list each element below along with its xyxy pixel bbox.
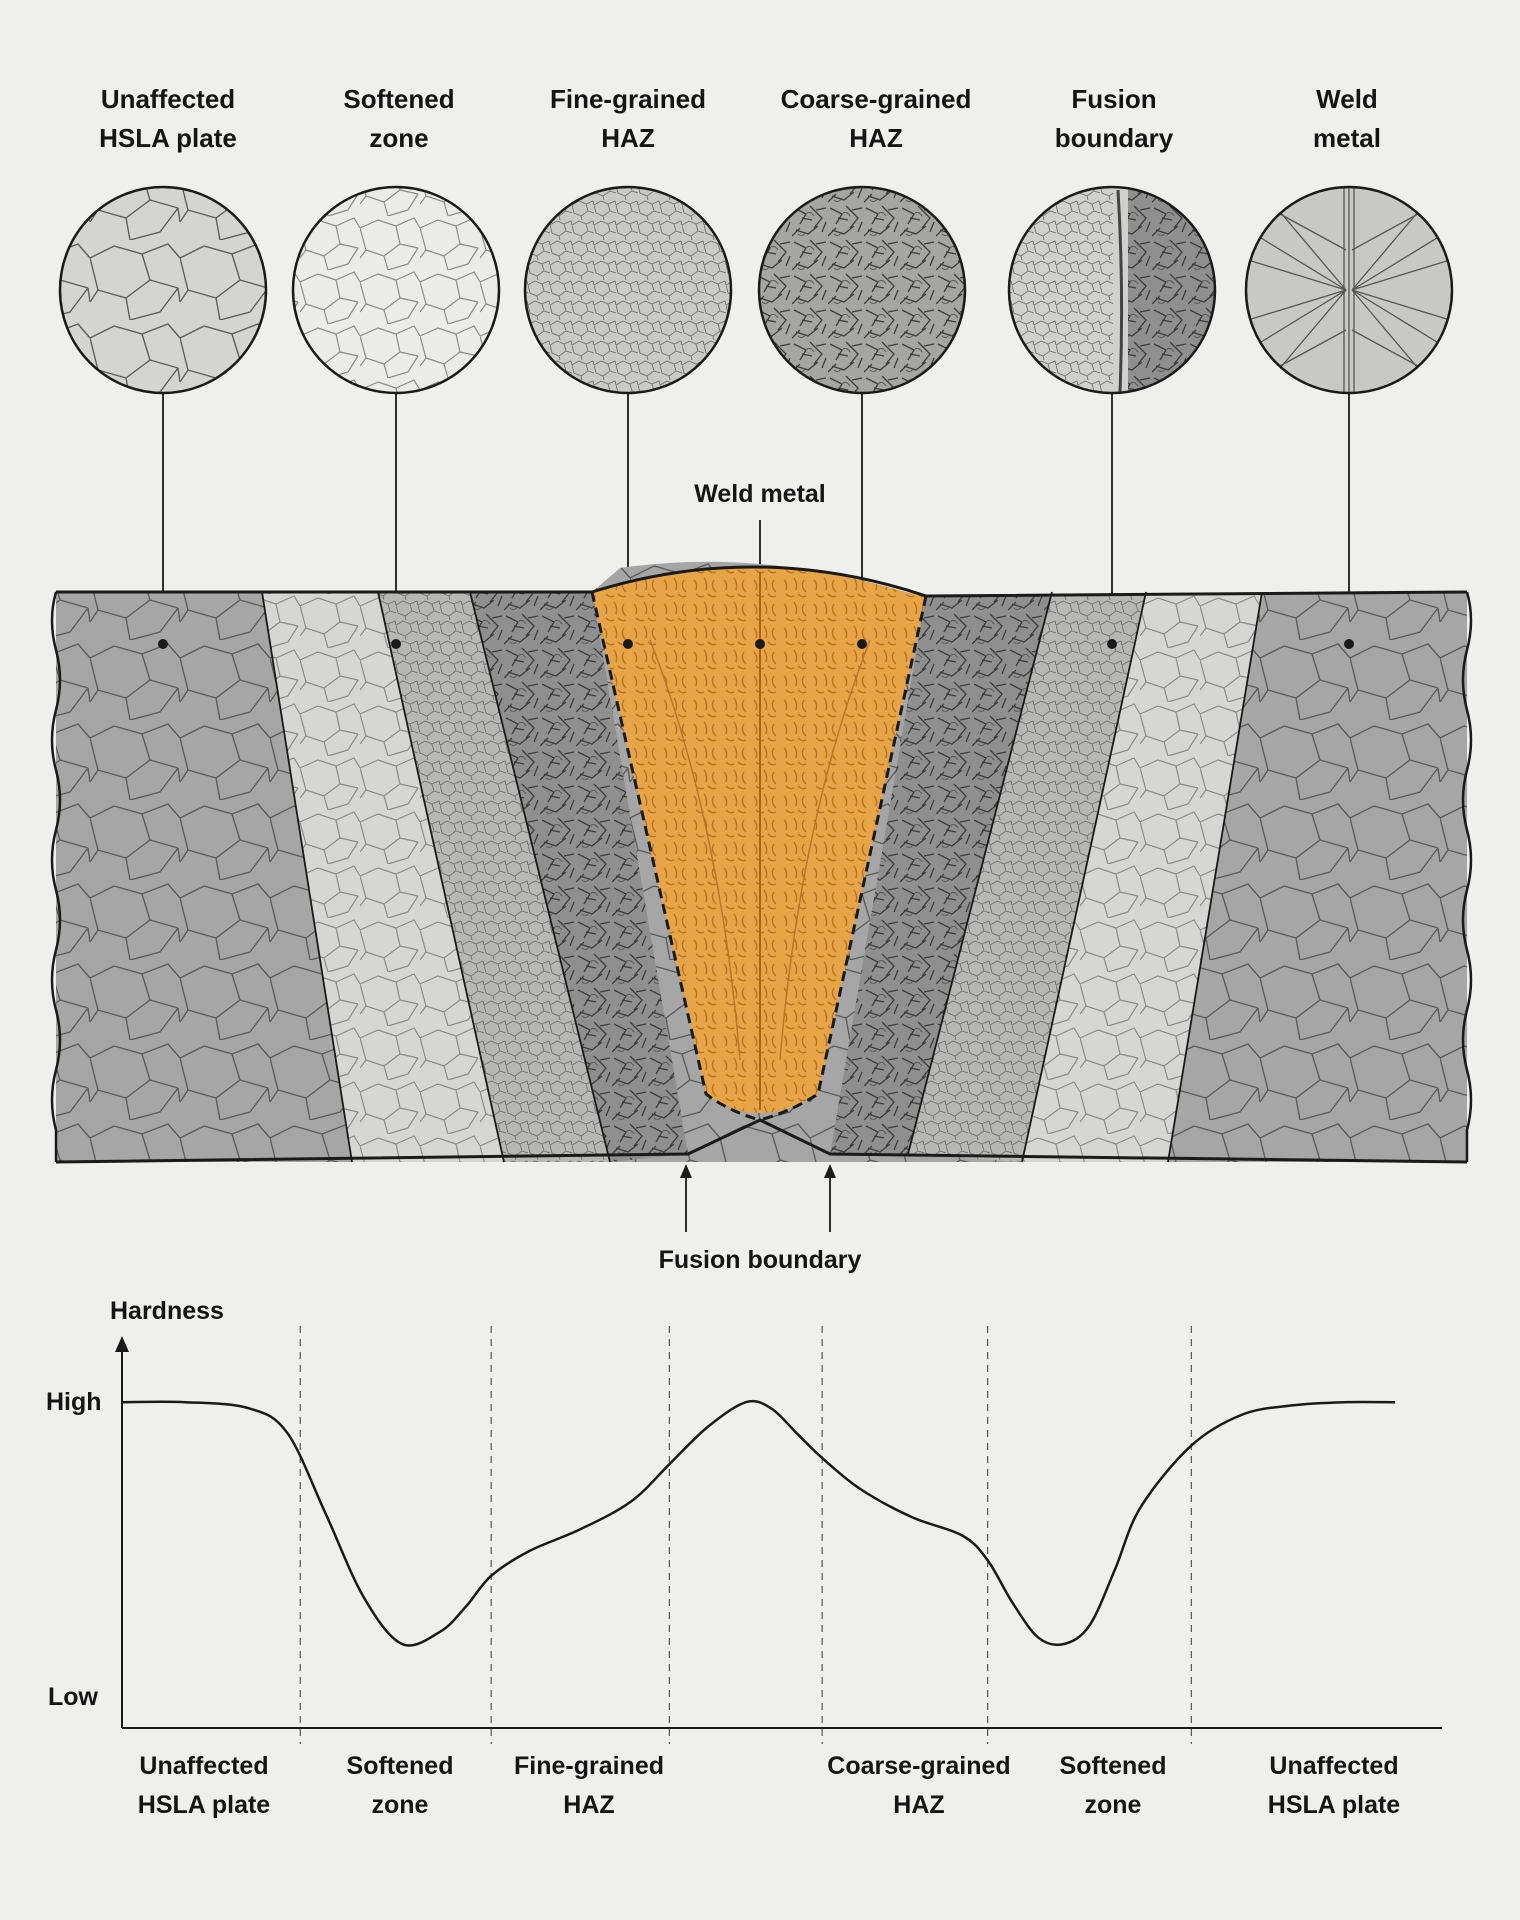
x-label-coarse-1: Coarse-grained <box>827 1752 1010 1780</box>
top-label-fine-2: HAZ <box>601 123 655 153</box>
micrograph-weld-metal <box>1244 185 1454 395</box>
x-label-unaffected-left-1: Unaffected <box>139 1752 268 1780</box>
x-zone-labels: Unaffected HSLA plate Softened zone Fine… <box>138 1752 1401 1819</box>
top-label-fusion-2: boundary <box>1055 123 1174 153</box>
fusion-line-left <box>590 591 761 1122</box>
x-label-unaffected-right-2: HSLA plate <box>1268 1791 1401 1819</box>
x-label-softened-left-1: Softened <box>347 1752 454 1780</box>
weld-metal-label: Weld metal <box>694 480 826 508</box>
cross-section-outlines <box>50 565 1473 1164</box>
x-label-fine-1: Fine-grained <box>514 1752 664 1780</box>
x-label-coarse-2: HAZ <box>893 1791 944 1819</box>
x-label-softened-right-2: zone <box>1085 1791 1142 1819</box>
top-label-fusion-1: Fusion <box>1071 84 1156 114</box>
micrograph-coarse-grained <box>757 185 967 395</box>
zone-dividers <box>299 1326 1192 1744</box>
top-label-fine-1: Fine-grained <box>550 84 706 114</box>
top-label-softened-1: Softened <box>343 84 454 114</box>
hardness-curve <box>121 1399 1396 1647</box>
micrograph-fusion-boundary <box>1007 185 1217 395</box>
top-label-coarse-1: Coarse-grained <box>781 84 972 114</box>
leader-dots <box>158 639 1354 649</box>
top-label-coarse-2: HAZ <box>849 123 903 153</box>
top-label-softened-2: zone <box>369 123 428 153</box>
y-tick-high: High <box>46 1388 102 1416</box>
x-label-softened-right-1: Softened <box>1060 1752 1167 1780</box>
micrograph-unaffected <box>58 185 268 395</box>
top-label-weld-2: metal <box>1313 123 1381 153</box>
y-tick-low: Low <box>48 1683 99 1711</box>
fusion-line-right <box>759 595 928 1122</box>
micrograph-fine-grained <box>523 185 733 395</box>
top-labels: Unaffected HSLA plate Softened zone Fine… <box>99 84 1381 153</box>
y-axis-arrow <box>115 1336 129 1352</box>
x-label-softened-left-2: zone <box>372 1791 429 1819</box>
micrograph-softened <box>291 185 501 395</box>
x-label-unaffected-left-2: HSLA plate <box>138 1791 271 1819</box>
fusion-boundary-arrows <box>680 1164 836 1232</box>
hardness-chart: Hardness High Low Unaffected HSLA plate … <box>46 1297 1442 1819</box>
chart-ylabel: Hardness <box>110 1297 224 1325</box>
x-label-unaffected-right-1: Unaffected <box>1269 1752 1398 1780</box>
top-label-weld-1: Weld <box>1316 84 1378 114</box>
weld-cross-section <box>56 561 1467 1162</box>
x-label-fine-2: HAZ <box>563 1791 614 1819</box>
top-label-unaffected-1: Unaffected <box>101 84 235 114</box>
micrographs <box>58 185 1454 395</box>
top-label-unaffected-2: HSLA plate <box>99 123 237 153</box>
fusion-boundary-label: Fusion boundary <box>659 1246 862 1274</box>
